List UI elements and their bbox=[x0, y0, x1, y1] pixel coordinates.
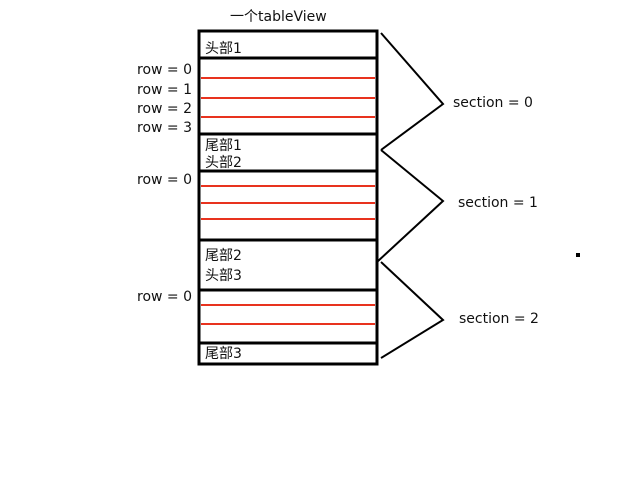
section-2-rows-box bbox=[197, 288, 379, 345]
last-footer: 尾部3 bbox=[205, 346, 242, 362]
section-1-footer-prev: 尾部1 bbox=[205, 138, 242, 154]
section-0-row-label: row = 3 bbox=[137, 120, 192, 136]
section-0-header: 头部1 bbox=[205, 41, 242, 57]
diagram-title: 一个tableView bbox=[230, 9, 327, 25]
section-0-row-label: row = 1 bbox=[137, 82, 192, 98]
section-0-row-label: row = 0 bbox=[137, 62, 192, 78]
stray-dot bbox=[576, 253, 580, 257]
section-0-brace bbox=[380, 32, 445, 151]
section-0-label: section = 0 bbox=[453, 95, 533, 111]
section-2-label: section = 2 bbox=[459, 311, 539, 327]
section-1-rows-box bbox=[197, 169, 379, 242]
section-1-row-label: row = 0 bbox=[137, 172, 192, 188]
section-1-label: section = 1 bbox=[458, 195, 538, 211]
section-2-row-label: row = 0 bbox=[137, 289, 192, 305]
tableview-frame bbox=[197, 29, 379, 366]
section-0-rows-box bbox=[197, 56, 379, 136]
section-1-header: 头部2 bbox=[205, 155, 242, 171]
section-2-footer-prev: 尾部2 bbox=[205, 248, 242, 264]
section-2-brace bbox=[380, 261, 445, 359]
section-1-brace bbox=[376, 149, 445, 263]
section-2-header: 头部3 bbox=[205, 268, 242, 284]
section-0-row-label: row = 2 bbox=[137, 101, 192, 117]
